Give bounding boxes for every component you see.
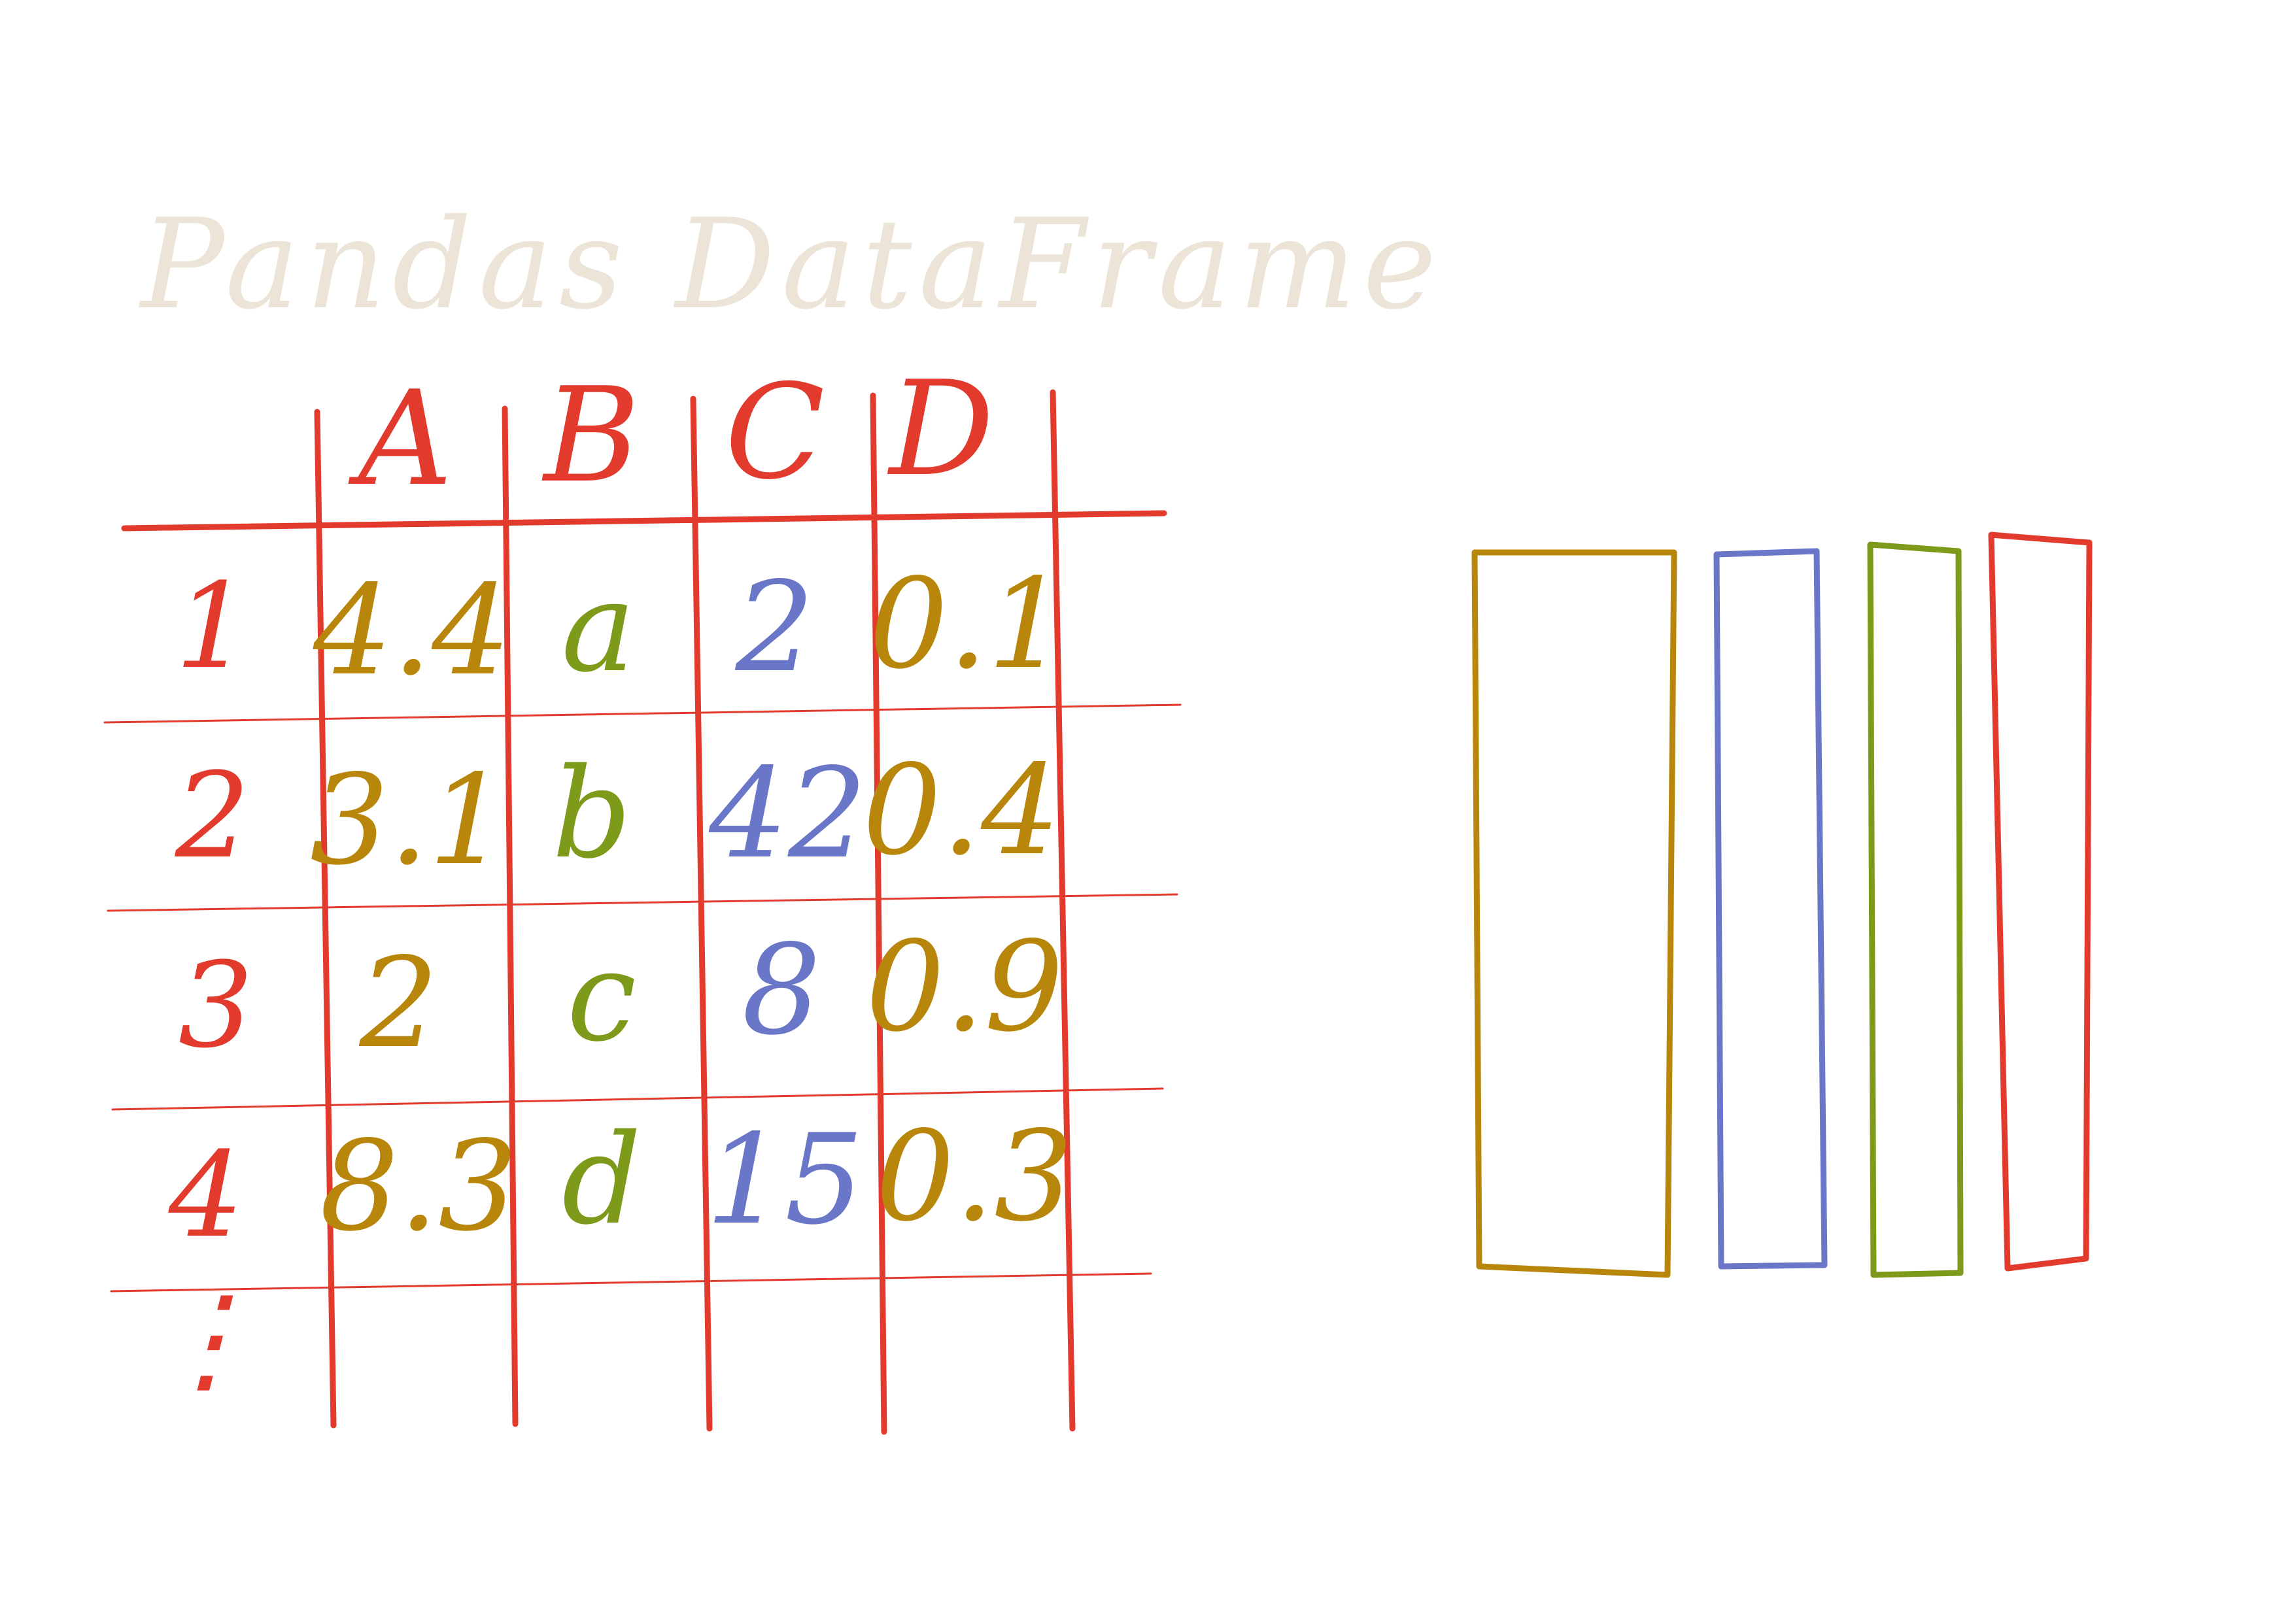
column-blocks [1471,532,2093,1278]
row-continuation-dots: ⋮ [147,1271,265,1408]
grid-vline-1 [314,409,337,1429]
cell-4-c: 15 [706,1108,864,1252]
cell-1-d: 0.1 [869,552,1067,696]
cell-1-c: 2 [735,555,815,700]
column-headers: A B C D [348,353,994,515]
cell-2-c: 42 [708,741,867,886]
row-index-4: 4 [168,1127,244,1264]
grid-hline-1 [103,703,1182,724]
cell-2-d: 0.4 [863,738,1060,883]
column-header-a: A [348,363,453,515]
grid-vline-5 [1050,389,1076,1432]
cell-4-a: 8.3 [320,1114,517,1259]
row-index-2: 2 [175,748,250,885]
column-block-c [1867,541,1964,1278]
cell-1-b: a [561,555,635,700]
column-header-b: B [541,360,640,512]
cell-4-b: d [562,1108,642,1252]
grid-vline-2 [502,405,519,1427]
grid-vline-4 [870,392,887,1435]
column-block-b [1713,548,1828,1270]
column-block-a [1471,549,1677,1278]
column-header-c: C [725,356,825,509]
grid-hline-3 [111,1087,1164,1111]
cell-3-b: c [567,924,636,1069]
cell-1-a: 4.4 [313,558,511,703]
column-block-d [1988,532,2093,1272]
grid-hline-2 [107,893,1178,912]
row-index: 1 2 3 4 ⋮ [147,558,265,1408]
cell-2-a: 3.1 [310,748,507,892]
row-index-1: 1 [175,558,250,695]
table-cells: 4.4 a 2 0.1 3.1 b 42 0.4 2 c 8 0.9 8.3 d… [310,552,1073,1259]
grid-vline-3 [690,396,713,1432]
cell-3-a: 2 [359,931,439,1075]
diagram-title: Pandas DataFrame [139,192,1443,337]
cell-2-b: b [552,741,632,886]
cell-3-d: 0.9 [866,915,1063,1059]
row-index-3: 3 [179,938,254,1074]
grid-hline-4 [110,1272,1152,1293]
grid-header-line [121,510,1167,532]
cell-4-d: 0.3 [876,1104,1073,1249]
cell-3-c: 8 [742,918,821,1062]
column-header-d: D [887,353,994,505]
table-grid [103,389,1182,1435]
